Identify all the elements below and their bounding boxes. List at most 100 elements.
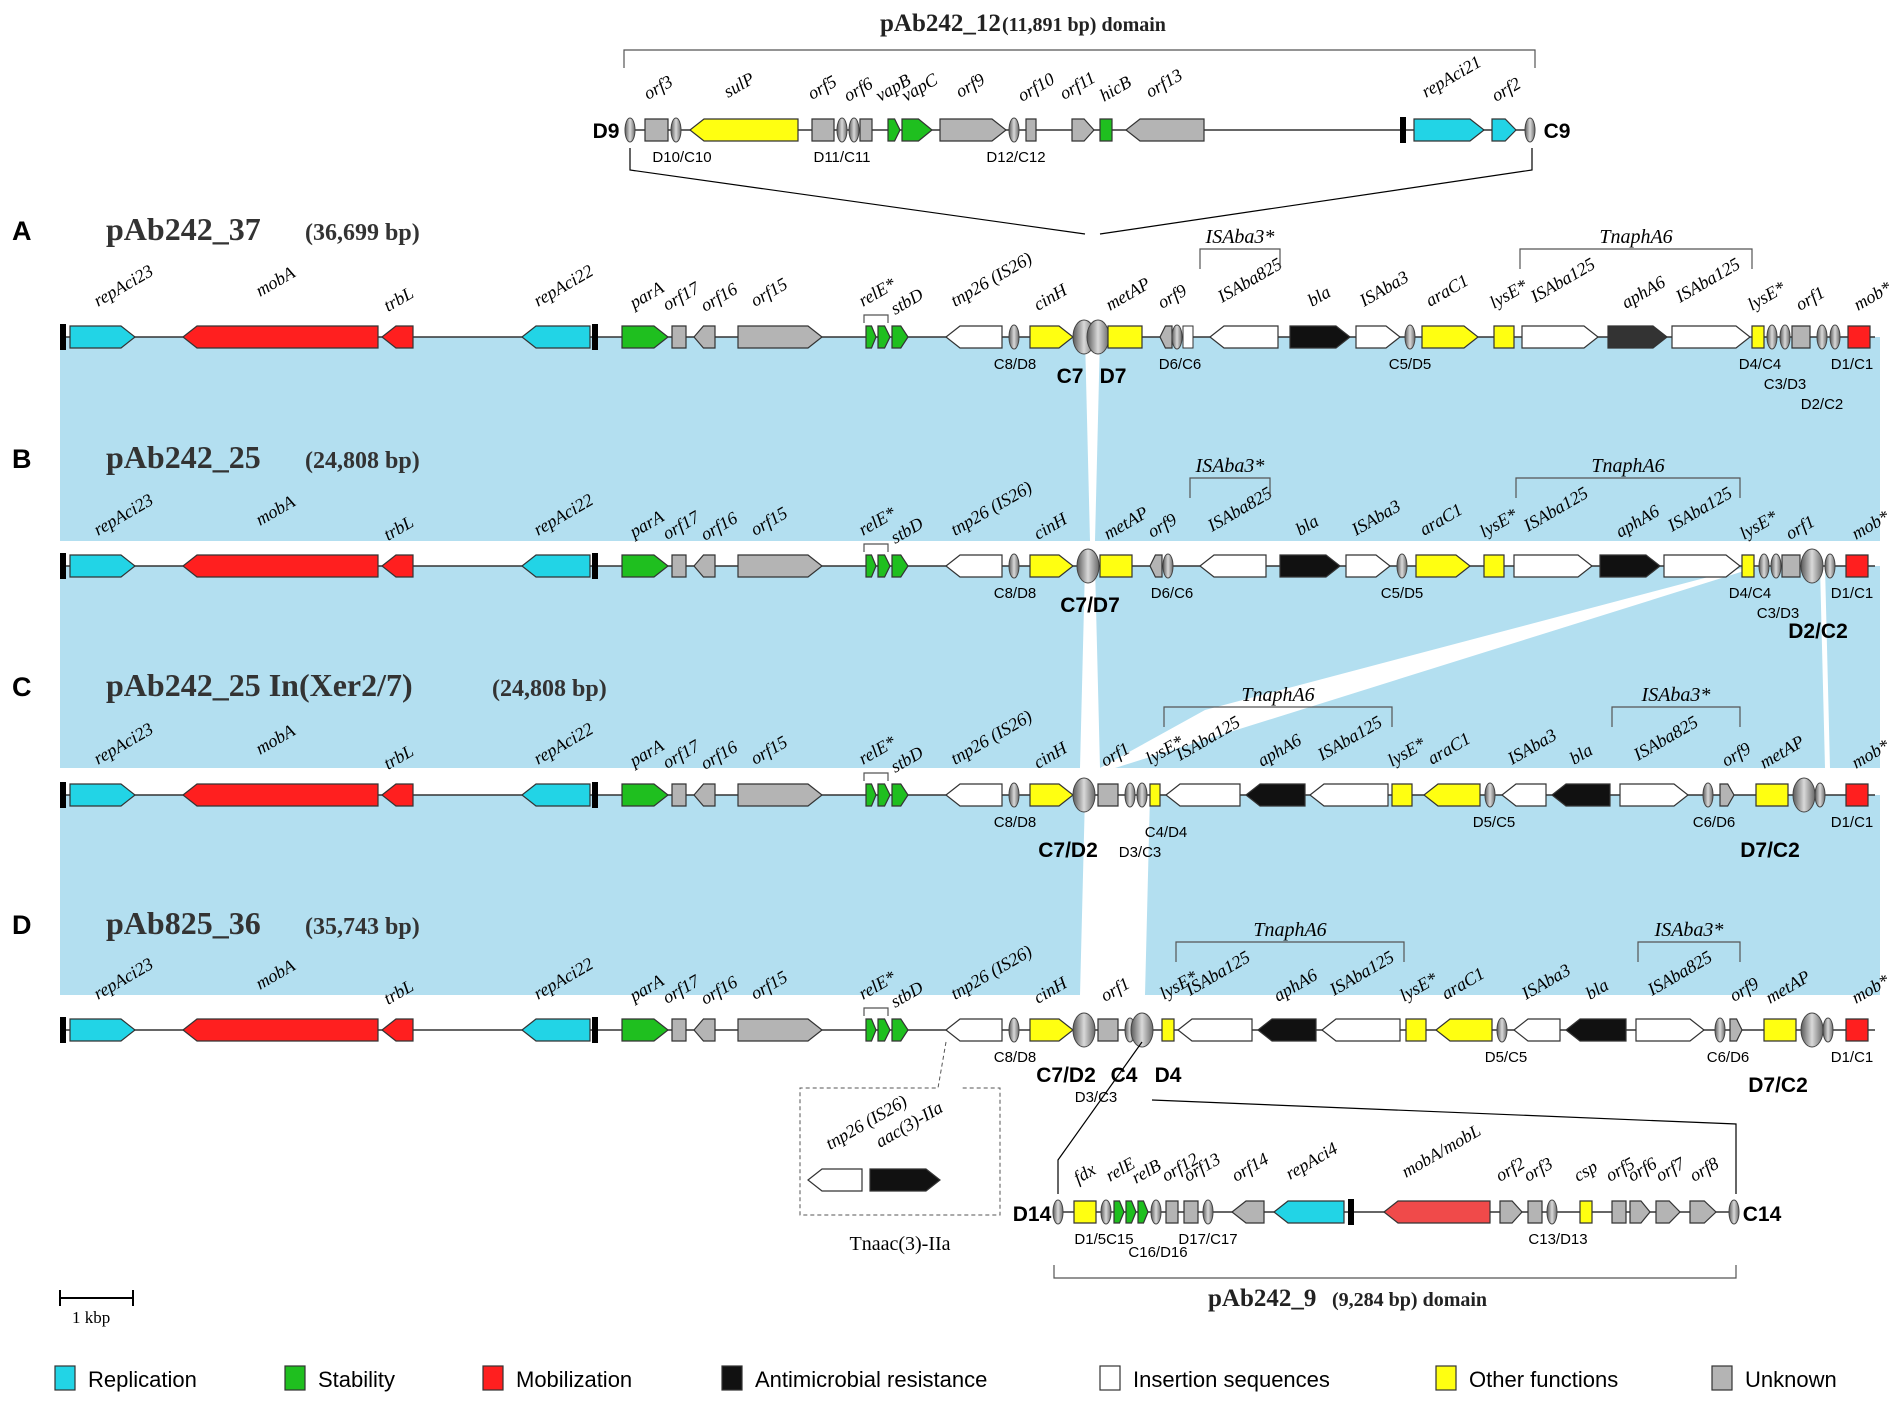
- gene-orf3: [644, 118, 669, 142]
- boundary-marker: [592, 1017, 598, 1043]
- gene-fdx: [1073, 1200, 1097, 1224]
- gene-repAci23: [69, 554, 136, 578]
- panel-titles: A B C D pAb242_37 (36,699 bp) pAb242_25 …: [12, 10, 1487, 1312]
- label: orf14: [1228, 1149, 1272, 1186]
- xer-site: [1150, 1199, 1162, 1225]
- label: orf9: [1154, 280, 1190, 312]
- element-bracket: [863, 1007, 889, 1016]
- bracket-label: ISAba3*: [1205, 226, 1275, 248]
- gene-repAci22: [521, 1018, 591, 1042]
- gene-repAci23: [69, 1018, 136, 1042]
- gene-orf1: [1097, 1018, 1119, 1042]
- gene-orf15: [737, 783, 823, 807]
- gene-bla: [1551, 783, 1611, 807]
- gene-mobA: [182, 783, 379, 807]
- gene-sulP: [689, 118, 799, 142]
- xer-site: [1770, 553, 1782, 579]
- panel-letter-d: D: [12, 910, 32, 940]
- label: orf2: [1488, 73, 1524, 105]
- gene-araC1: [1423, 783, 1481, 807]
- gene-stbD-b: [891, 325, 909, 349]
- gene-orf9-top: [939, 118, 1007, 142]
- site-label: C8/D8: [994, 814, 1037, 831]
- bracket-label: TnaphA6: [1599, 226, 1672, 248]
- gene-lysE2: [1741, 554, 1755, 578]
- domain-top-bracket: [623, 49, 1536, 68]
- gene-orf17: [671, 783, 687, 807]
- xer-site-c8d8: [1008, 324, 1020, 350]
- domain-top-link-left: [629, 148, 1086, 235]
- site-label: D6/C6: [1159, 356, 1202, 373]
- site-label-bold: C7/D2: [1036, 1064, 1096, 1087]
- gene-orf1: [1781, 554, 1801, 578]
- gene-repAci22: [521, 325, 591, 349]
- element-bracket: [863, 772, 889, 781]
- site-label-bold: C9: [1544, 120, 1571, 143]
- band-c-d-right: [1145, 795, 1880, 995]
- gene-repAci4: [1273, 1200, 1345, 1224]
- xer-site-c4: [1130, 1012, 1154, 1048]
- gene-tnp26: [945, 783, 1003, 807]
- gene-orf16: [693, 554, 716, 578]
- label: orf3: [640, 71, 676, 103]
- legend-label: Mobilization: [516, 1367, 632, 1392]
- xer-site: [1816, 324, 1828, 350]
- legend-item-antimicrobial-resistance: Antimicrobial resistance: [721, 1365, 987, 1392]
- legend-item-mobilization: Mobilization: [482, 1365, 632, 1392]
- gene-orf9: [1719, 783, 1735, 807]
- gene-stbD-a: [877, 554, 891, 578]
- legend-item-insertion-sequences: Insertion sequences: [1099, 1365, 1330, 1392]
- site-label: C8/D8: [994, 356, 1037, 373]
- inset-box: [799, 1041, 1001, 1216]
- gene-lysE: [1149, 783, 1161, 807]
- gene-ISAba3: [1513, 1018, 1561, 1042]
- gene-ISAba125b: [1321, 1018, 1401, 1042]
- xer-site-c7d7: [1076, 548, 1100, 584]
- label: repAci21: [1418, 51, 1485, 101]
- domain-bottom-title: pAb242_9: [1208, 1285, 1316, 1312]
- xer-site: [1822, 1017, 1834, 1043]
- legend-item-replication: Replication: [54, 1365, 197, 1392]
- site-label-bold: D2/C2: [1788, 620, 1848, 643]
- label: orf3: [1520, 1153, 1556, 1185]
- site-label: D2/C2: [1801, 396, 1844, 413]
- site-label-bold: C7/D7: [1060, 594, 1120, 617]
- label: orf15: [747, 274, 791, 311]
- plasmid-size-c: (24,808 bp): [492, 676, 607, 702]
- label: sulP: [720, 68, 758, 101]
- gene-stbD-b: [891, 1018, 909, 1042]
- legend-swatch: [1099, 1365, 1121, 1391]
- gene-trbL: [381, 783, 414, 807]
- gene-orf12: [1165, 1200, 1179, 1224]
- element-bracket: [1163, 706, 1393, 727]
- gene-aphA6: [1607, 325, 1668, 349]
- gene-orf16: [693, 325, 716, 349]
- legend-swatch: [54, 1365, 76, 1391]
- gene-stbD-a: [877, 783, 891, 807]
- site-label: C6/D6: [1693, 814, 1736, 831]
- inset-label: Tnaac(3)-IIa: [849, 1233, 950, 1255]
- xer-site: [1396, 553, 1408, 579]
- gene-ISAba125: [1165, 783, 1241, 807]
- is-ir: [1182, 325, 1194, 349]
- label: orf5: [804, 71, 840, 103]
- gene-orf2-b: [1499, 1200, 1523, 1224]
- site-label: D1/C1: [1831, 356, 1874, 373]
- plasmid-size-b: (24,808 bp): [305, 448, 420, 474]
- band-a-b-right: [1095, 337, 1880, 541]
- site-label: C4/D4: [1145, 824, 1188, 841]
- gene-orf16: [693, 783, 716, 807]
- gene-cinH: [1029, 783, 1074, 807]
- gene-relB-b: [1137, 1200, 1149, 1224]
- gene-orf1: [1097, 783, 1119, 807]
- gene-ISAba3: [1355, 325, 1401, 349]
- label: ISAba825: [1213, 254, 1285, 307]
- gene-orf10: [1025, 118, 1037, 142]
- site-label-bold: D4: [1155, 1064, 1182, 1087]
- bracket-label: TnaphA6: [1591, 455, 1664, 477]
- gene-parA: [621, 783, 669, 807]
- xer-site: [1100, 1199, 1112, 1225]
- gene-relE: [865, 325, 877, 349]
- gene-ISAba125: [1513, 554, 1593, 578]
- xer-site: [1404, 324, 1416, 350]
